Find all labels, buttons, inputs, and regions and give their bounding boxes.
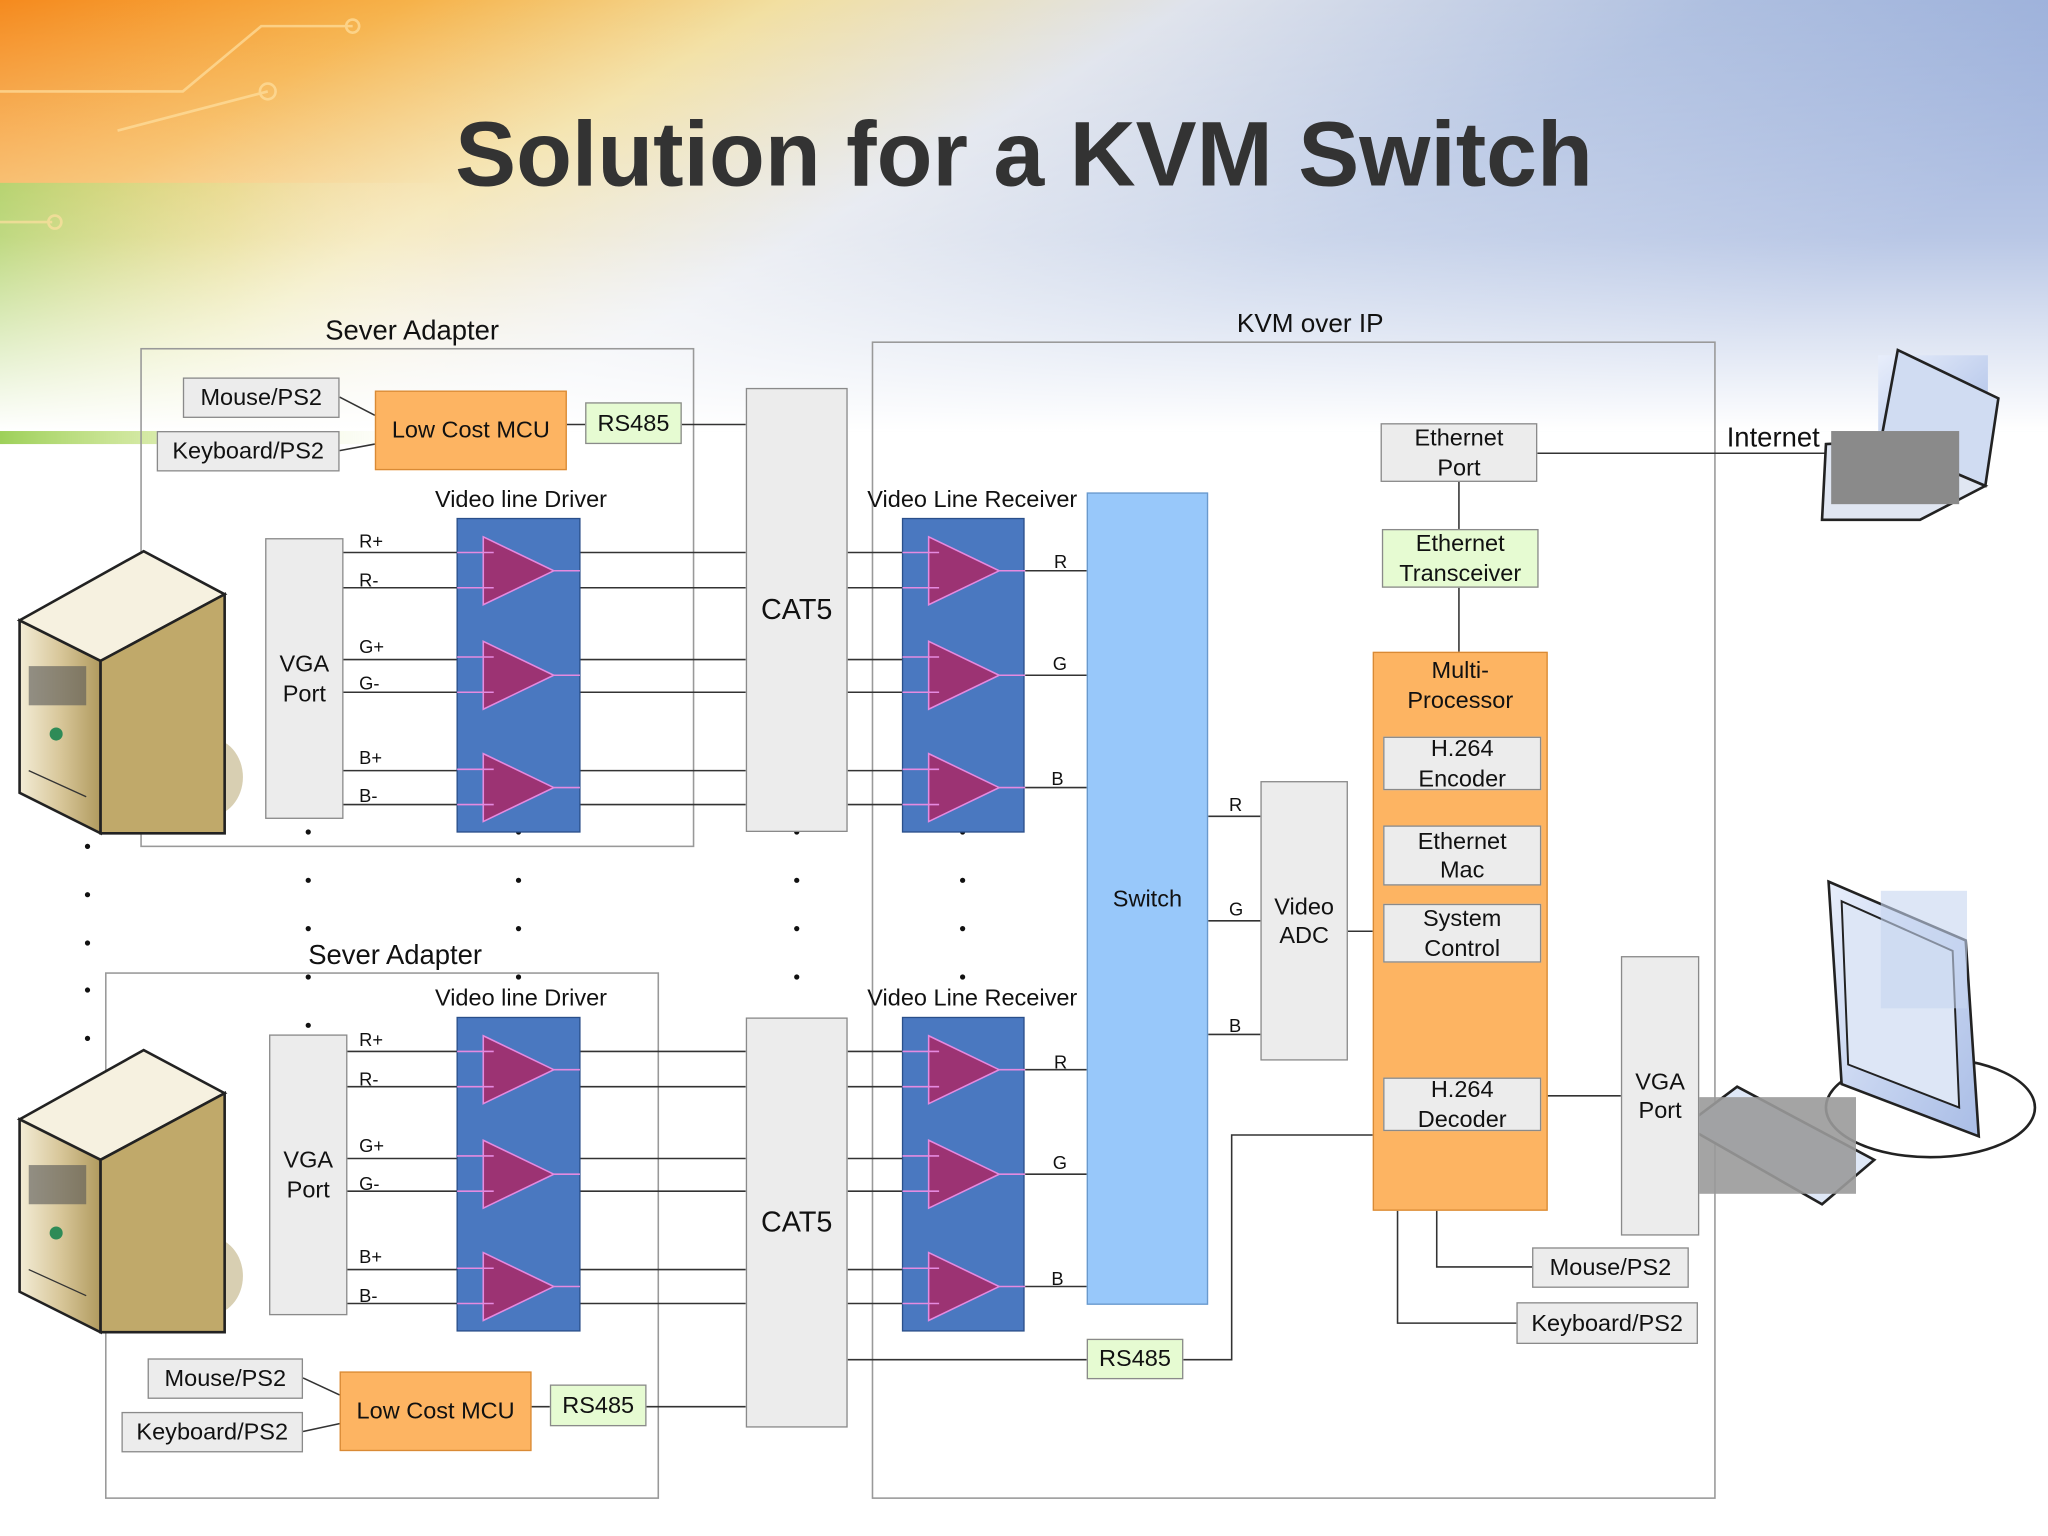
pin-label: R (1054, 1051, 1068, 1073)
server-adapter-bottom-label: Sever Adapter (308, 940, 483, 971)
pin-label: R+ (359, 1029, 384, 1051)
pin-label: B+ (359, 1246, 383, 1267)
rs485-bottom: RS485 (549, 1384, 647, 1427)
cat5-bottom: CAT5 (745, 1017, 848, 1428)
pin-label: G- (359, 1172, 380, 1194)
amplifier-triangle (927, 535, 1001, 606)
mouse-ps2-top: Mouse/PS2 (182, 377, 340, 418)
keyboard-ps2-top: Keyboard/PS2 (156, 431, 340, 472)
server-adapter-top-label: Sever Adapter (325, 316, 500, 347)
h264-decoder: H.264 Decoder (1383, 1076, 1542, 1132)
pin-label: R- (359, 569, 379, 591)
amplifier-triangle (482, 752, 556, 823)
mouse-ps2-right: Mouse/PS2 (1532, 1247, 1689, 1288)
amplifier-triangle (482, 1251, 556, 1322)
multi-processor-label: Multi-Processor (1407, 656, 1514, 713)
pin-label: B+ (359, 747, 383, 768)
amplifier-triangle (482, 535, 556, 606)
rs485-center: RS485 (1086, 1338, 1184, 1380)
keyboard-ps2-bottom: Keyboard/PS2 (121, 1411, 304, 1453)
pin-label: G+ (359, 1135, 385, 1156)
pin-label: G (1052, 653, 1067, 674)
pin-label: G (1052, 1151, 1067, 1173)
page-title: Solution for a KVM Switch (455, 103, 1593, 206)
amplifier-triangle (927, 640, 1001, 711)
desktop-monitor-illustration (1682, 879, 2037, 1206)
video-adc: Video ADC (1260, 781, 1348, 1061)
pin-label: G (1229, 898, 1244, 920)
pin-label: B (1229, 1014, 1242, 1036)
video-line-driver-top-label: Video line Driver (434, 485, 607, 512)
pin-label: R (1229, 794, 1243, 816)
server-bottom-illustration (16, 1048, 243, 1335)
server-top-illustration (16, 549, 243, 836)
h264-encoder: H.264 Encoder (1383, 735, 1542, 791)
amplifier-triangle (482, 1034, 556, 1105)
pin-label: R+ (359, 530, 384, 552)
ethernet-port: Ethernet Port (1380, 423, 1538, 482)
pin-label: R- (359, 1068, 379, 1090)
pin-label: R (1054, 551, 1068, 573)
video-line-driver-bottom-label: Video line Driver (434, 984, 607, 1011)
ethernet-mac: Ethernet Mac (1383, 825, 1542, 886)
mouse-ps2-bottom: Mouse/PS2 (147, 1358, 304, 1399)
low-cost-mcu-bottom: Low Cost MCU (339, 1371, 532, 1452)
amplifier-triangle (482, 1138, 556, 1210)
ethernet-transceiver: Ethernet Transceiver (1381, 528, 1539, 588)
pin-label: B (1051, 1268, 1064, 1290)
amplifier-triangle (927, 1034, 1001, 1105)
kvm-over-ip-label: KVM over IP (1236, 309, 1384, 339)
video-line-receiver-bottom-label: Video Line Receiver (867, 984, 1078, 1011)
laptop-illustration (1820, 348, 2000, 522)
pin-label: B- (359, 784, 378, 806)
keyboard-ps2-right: Keyboard/PS2 (1516, 1302, 1698, 1344)
pin-label: G- (359, 672, 380, 694)
video-line-receiver-top-label: Video Line Receiver (867, 485, 1078, 512)
pin-label: B- (359, 1285, 378, 1307)
amplifier-triangle (927, 1138, 1001, 1210)
switch-block: Switch (1086, 492, 1209, 1305)
system-control: System Control (1383, 903, 1542, 963)
amplifier-triangle (927, 1251, 1001, 1322)
vga-port-top: VGA Port (265, 538, 344, 819)
pin-label: B (1051, 767, 1064, 789)
vga-port-right: VGA Port (1620, 956, 1700, 1236)
amplifier-triangle (482, 640, 556, 711)
vga-port-bottom: VGA Port (269, 1034, 348, 1316)
internet-label: Internet (1726, 423, 1820, 454)
low-cost-mcu-top: Low Cost MCU (374, 390, 567, 471)
amplifier-triangle (927, 752, 1001, 823)
cat5-top: CAT5 (745, 387, 848, 832)
pin-label: G+ (359, 636, 385, 657)
rs485-top: RS485 (585, 402, 682, 445)
